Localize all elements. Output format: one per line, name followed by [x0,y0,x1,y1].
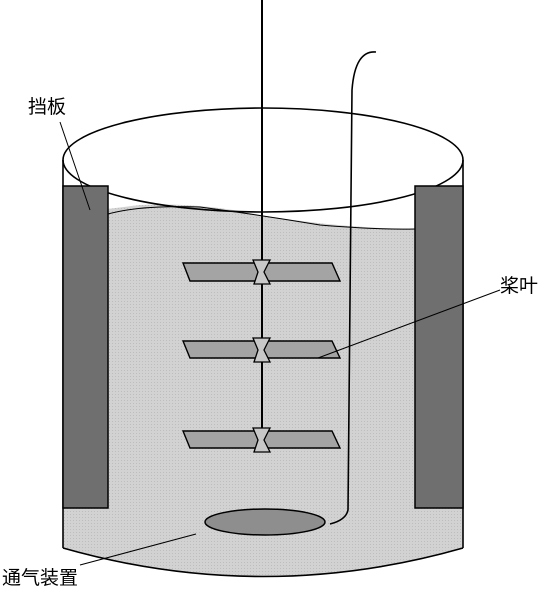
impeller-stage-2 [181,337,342,363]
baffle-right [414,185,464,509]
impeller-stage-3 [181,427,342,453]
aerator-label: 通气装置 [2,567,78,589]
vessel-bottom [62,547,464,578]
sparger-ring [204,508,326,536]
impeller-leader-line [317,289,501,359]
baffle-label: 挡板 [28,96,66,118]
air-supply-pipe [329,51,377,525]
liquid-surface [107,206,416,230]
aerator-leader-line [79,533,197,566]
impeller-label: 桨叶 [500,275,538,297]
impeller-stage-1 [181,259,342,285]
baffle-left [62,185,109,509]
baffle-leader-line [59,121,91,211]
